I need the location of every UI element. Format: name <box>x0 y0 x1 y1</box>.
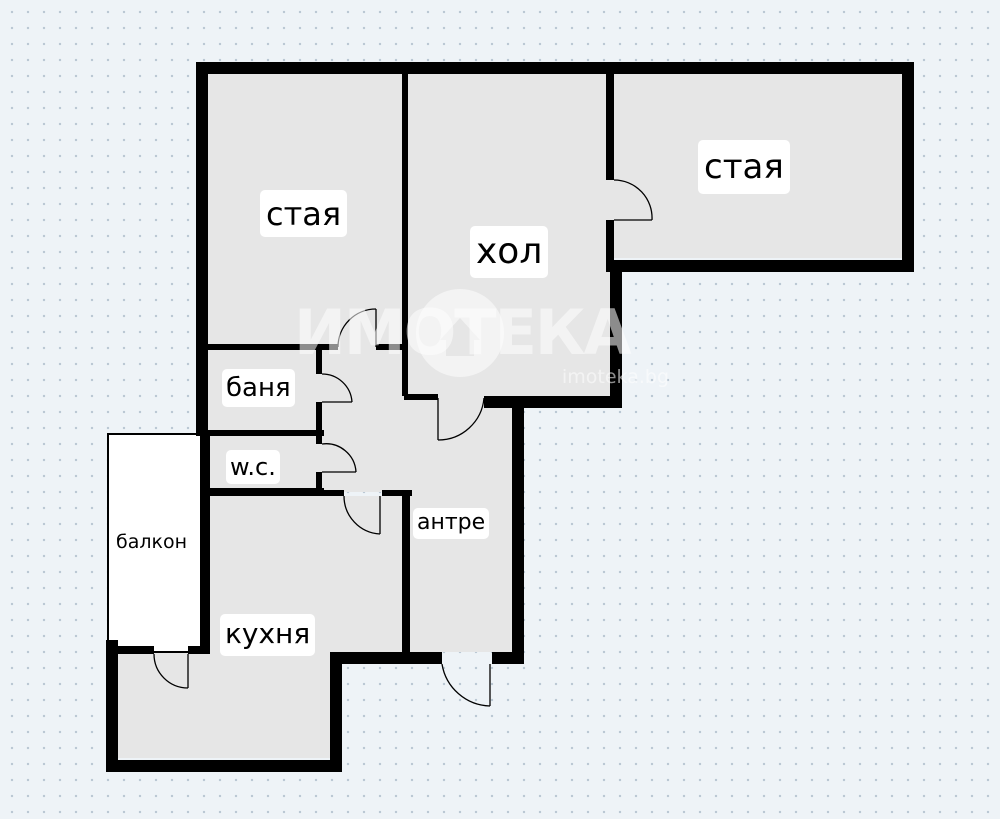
kitchen-label: кухня <box>220 614 316 656</box>
wc-label: w.c. <box>226 450 280 484</box>
corridor-area <box>320 348 404 492</box>
watermark-brand: ИМОТЕКА <box>294 296 632 369</box>
door-swings <box>153 179 653 707</box>
room-left-label: стая <box>260 190 348 237</box>
balcony-label: балкон <box>114 531 190 554</box>
outer-walls <box>106 62 914 772</box>
watermark-site: imoteka.bg <box>562 366 670 388</box>
bathroom-label: баня <box>222 369 295 407</box>
kitchen-lower-area <box>118 652 330 758</box>
entrance-label: антре <box>413 508 490 539</box>
interior-walls <box>208 74 614 656</box>
hall-label: хол <box>470 226 549 278</box>
corridor-lower-area <box>404 396 512 494</box>
house-logo-icon <box>416 289 504 377</box>
room-right-label: стая <box>698 140 790 194</box>
